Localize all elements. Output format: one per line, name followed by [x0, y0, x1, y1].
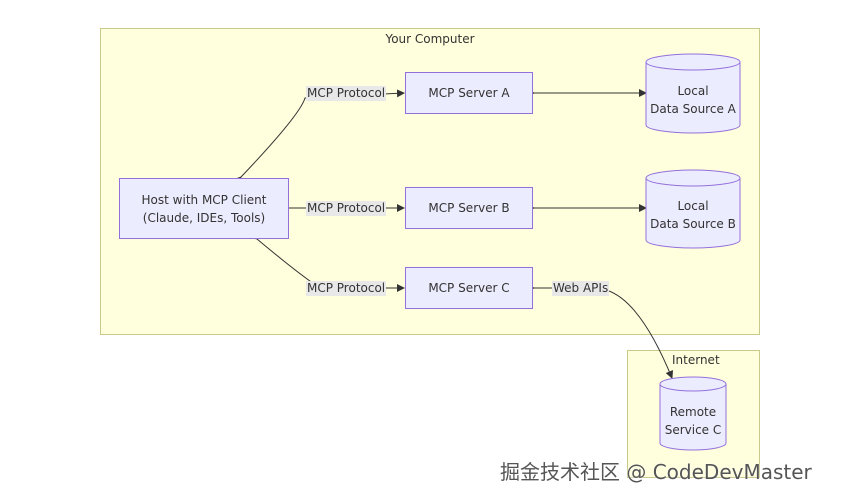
watermark: 掘金技术社区 @ CodeDevMaster [500, 460, 812, 484]
remote-c-line-1: Remote [669, 405, 717, 419]
server-b-label: MCP Server B [428, 201, 510, 215]
host-line-2: (Claude, IDEs, Tools) [142, 210, 266, 225]
edge-server-c-remote [534, 288, 672, 378]
data-b-line-2: Data Source B [650, 217, 736, 231]
host-node: Host with MCP Client (Claude, IDEs, Tool… [119, 178, 289, 239]
your-computer-title: Your Computer [385, 32, 475, 46]
internet-title: Internet [672, 353, 720, 367]
data-source-a-cylinder [645, 53, 741, 134]
data-source-b-cylinder [645, 169, 741, 249]
mcp-server-b-node: MCP Server B [405, 187, 533, 229]
server-c-label: MCP Server C [428, 281, 510, 295]
data-source-b-label: Local Data Source B [646, 197, 740, 233]
edge-label-protocol-a: MCP Protocol [306, 86, 387, 101]
server-a-label: MCP Server A [428, 86, 510, 100]
data-a-line-2: Data Source A [650, 102, 736, 116]
host-line-1: Host with MCP Client [141, 192, 267, 207]
data-source-a-label: Local Data Source A [646, 82, 740, 118]
mcp-server-a-node: MCP Server A [405, 72, 533, 114]
remote-service-c-cylinder [659, 376, 727, 451]
data-a-line-1: Local [677, 84, 709, 98]
remote-service-c-label: Remote Service C [660, 403, 726, 439]
data-b-line-1: Local [677, 199, 709, 213]
mcp-server-c-node: MCP Server C [405, 267, 533, 309]
edge-label-web-apis: Web APIs [552, 281, 610, 296]
edge-label-protocol-c: MCP Protocol [306, 281, 387, 296]
edge-host-server-a [233, 89, 405, 185]
edge-label-protocol-b: MCP Protocol [306, 201, 387, 216]
remote-c-line-2: Service C [664, 423, 722, 437]
